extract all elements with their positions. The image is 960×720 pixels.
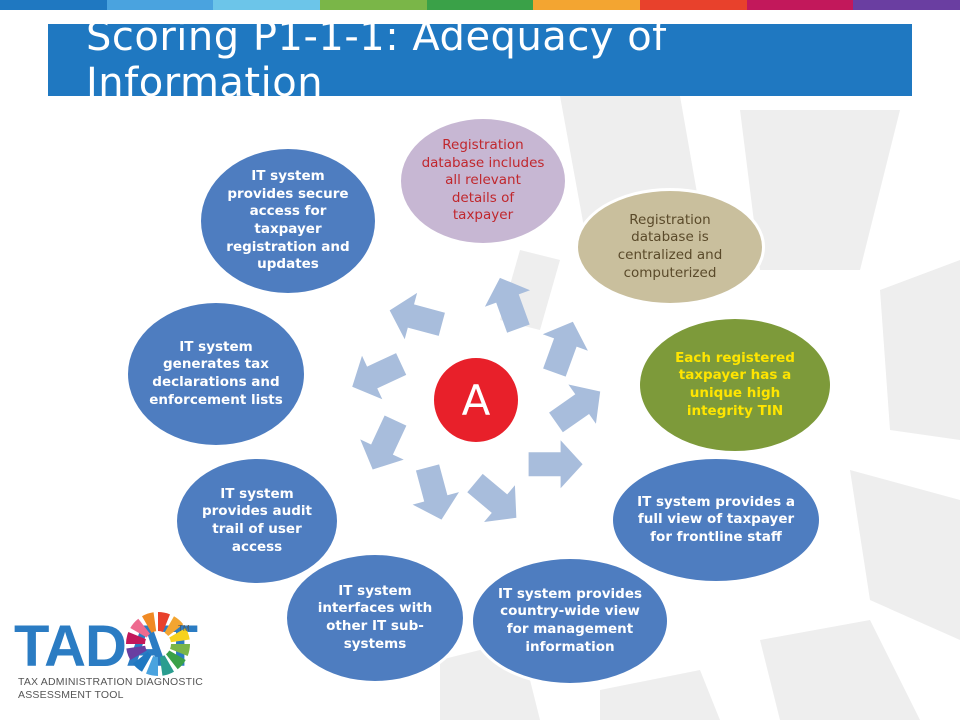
logo-wheel-segment [146,656,158,676]
logo-wheel-segment [142,612,157,633]
logo-wheel-segment [169,628,190,643]
node-label: Registration database is centralized and… [617,211,723,281]
stripe-segment [533,0,641,10]
logo-subtitle: TAX ADMINISTRATION DIAGNOSTIC ASSESSMENT… [18,676,203,701]
page-title: Scoring P1-1-1: Adequacy of Information [86,14,667,106]
node-label: IT system provides country-wide view for… [497,585,643,655]
cycle-arrow [528,440,583,489]
logo-trademark: TM [178,624,190,633]
logo-wheel-segment [166,650,186,670]
node-interfaces: IT system interfaces with other IT sub-s… [284,552,466,684]
node-label: IT system provides audit trail of user a… [201,485,313,555]
logo-wheel-segment [170,644,190,656]
logo-wheel-segment [126,632,146,644]
cycle-arrow [542,321,588,377]
center-circle: A [431,355,521,445]
logo-wheel-icon [126,612,190,676]
node-registration-details: Registration database includes all relev… [398,116,568,246]
cycle-arrow [360,415,407,470]
node-centralized: Registration database is centralized and… [575,188,765,306]
node-full-view: IT system provides a full view of taxpay… [610,456,822,584]
cycle-arrow [352,353,407,400]
stripe-segment [640,0,747,10]
node-label: Each registered taxpayer has a unique hi… [675,349,795,419]
cycle-arrow [549,384,601,433]
logo-subtitle-line2: ASSESSMENT TOOL [18,688,124,701]
stripe-segment [426,0,534,10]
stripe-segment [106,0,214,10]
logo-wheel-segment [158,612,170,632]
top-color-stripe [0,0,960,10]
node-secure-access: IT system provides secure access for tax… [198,146,378,296]
stripe-segment [213,0,321,10]
stripe-segment [0,0,107,10]
logo-subtitle-line1: TAX ADMINISTRATION DIAGNOSTIC [18,676,204,688]
logo-wheel-segment [159,655,174,676]
node-label: Registration database includes all relev… [421,137,545,224]
stripe-segment [320,0,427,10]
node-country-wide: IT system provides country-wide view for… [470,556,670,686]
logo-wheel-segment [164,616,184,636]
stripe-segment [746,0,854,10]
center-label: A [461,375,491,425]
node-label: IT system interfaces with other IT sub-s… [317,582,433,652]
logo-wheel-segment [132,652,152,672]
logo-wheel-segment [126,645,147,660]
node-declarations: IT system generates tax declarations and… [125,300,307,448]
cycle-arrow [467,473,517,523]
node-audit-trail: IT system provides audit trail of user a… [174,456,340,586]
title-bar: Scoring P1-1-1: Adequacy of Information [48,14,912,106]
logo-wheel-segment [130,618,150,638]
cycle-arrow [389,292,445,340]
tadat-logo: TADAT TM TAX ADMINISTRATION DIAGNOSTIC A… [14,608,214,716]
node-label: IT system provides secure access for tax… [226,168,350,273]
node-unique-tin: Each registered taxpayer has a unique hi… [637,316,833,454]
cycle-arrow [484,277,531,333]
stripe-segment [853,0,960,10]
node-label: IT system generates tax declarations and… [149,338,283,408]
cycle-arrow [412,464,459,520]
node-label: IT system provides a full view of taxpay… [637,493,795,545]
